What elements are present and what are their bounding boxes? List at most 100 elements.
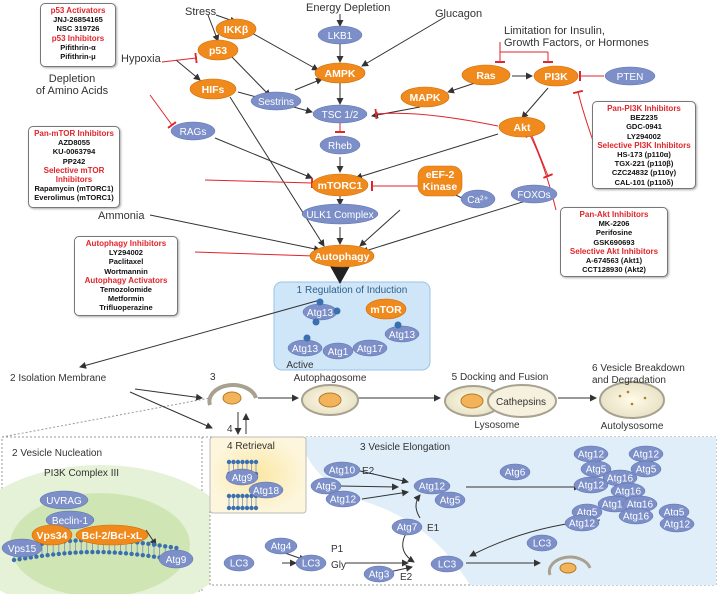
cluster-atg5-a-label: Atg5 [586, 465, 607, 476]
node-ikkb[interactable]: IKKβ [215, 18, 257, 40]
node-mtorc1[interactable]: mTORC1 [311, 173, 369, 197]
induction-mtor[interactable]: mTOR [365, 298, 407, 320]
cluster-atg16-e[interactable]: Atg16 [618, 507, 654, 525]
node-ampk[interactable]: AMPK [314, 62, 366, 84]
node-pi3k[interactable]: PI3K [533, 65, 579, 87]
drug-class-heading: Autophagy Inhibitors [85, 239, 167, 248]
cluster-atg12-b[interactable]: Atg12 [628, 445, 664, 463]
protein-atg9-nucleation[interactable]: Atg9 [158, 549, 194, 569]
elong-lc3-top[interactable]: LC3 [526, 534, 558, 552]
node-hifs[interactable]: HIFs [189, 78, 237, 100]
nucleation-label: 2 Vesicle Nucleation [12, 448, 102, 459]
cluster-atg12-a-label: Atg12 [578, 450, 605, 461]
svg-text:Atg9: Atg9 [232, 473, 253, 484]
cluster-atg12-a[interactable]: Atg12 [573, 445, 609, 463]
elong-atg12-left[interactable]: Atg12 [325, 490, 361, 508]
elong-lc3-right[interactable]: LC3 [430, 555, 464, 573]
node-mapk[interactable]: MAPK [400, 86, 450, 108]
cluster-atg5-a[interactable]: Atg5 [580, 460, 612, 478]
elong-atg6[interactable]: Atg6 [499, 463, 531, 481]
node-rheb[interactable]: Rheb [319, 135, 361, 155]
drug-name: Paclitaxel [108, 257, 144, 267]
node-ulk1-complex[interactable]: ULK1 Complex [301, 203, 379, 225]
induction-atg17[interactable]: Atg17 [352, 339, 388, 357]
drug-name: CZC24832 (p110γ) [611, 168, 677, 178]
drug-name: GDC-0941 [626, 122, 662, 132]
hypoxia-label: Hypoxia [121, 53, 162, 65]
drug-class-heading: Pan-mTOR Inhibitors [34, 129, 114, 138]
protein-bcl2[interactable]: Bcl-2/Bcl-xL [75, 524, 149, 546]
e2-label-top: E2 [362, 466, 375, 477]
svg-text:Bcl-2/Bcl-xL: Bcl-2/Bcl-xL [82, 530, 143, 542]
node-tsc[interactable]: TSC 1/2 [312, 104, 368, 124]
isolation-membrane-label: 2 Isolation Membrane [10, 373, 107, 384]
induction-atg13-bottom[interactable]: Atg13 [287, 339, 323, 357]
cluster-atg12-d[interactable]: Atg12 [564, 514, 600, 532]
node-sestrins[interactable]: Sestrins [250, 91, 302, 111]
induction-atg13-top[interactable]: Atg13 [302, 303, 338, 321]
cluster-atg12-c[interactable]: Atg12 [573, 476, 609, 494]
drug-name: Wortmannin [104, 266, 148, 276]
svg-text:RAGs: RAGs [180, 127, 207, 138]
drug-name: JNJ-26854165 [53, 15, 103, 25]
drug-name: Pifithrin-α [60, 42, 96, 52]
drug-class-heading: Selective PI3K Inhibitors [597, 140, 691, 150]
node-ras[interactable]: Ras [461, 64, 511, 86]
cluster-atg16-a[interactable]: Atg16 [602, 469, 638, 487]
cluster-atg16-d-label: Atg16 [627, 500, 654, 511]
node-ca[interactable]: Ca²⁺ [460, 189, 496, 209]
protein-uvrag[interactable]: UVRAG [39, 490, 89, 510]
phospho-markers [303, 298, 402, 342]
induction-atg13-right[interactable]: Atg13 [384, 325, 420, 343]
svg-text:mTORC1: mTORC1 [318, 180, 363, 192]
elong-atg5-mid[interactable]: Atg5 [434, 491, 466, 509]
e2-label-bottom: E2 [400, 572, 413, 583]
svg-text:PTEN: PTEN [617, 72, 644, 83]
node-foxos[interactable]: FOXOs [510, 184, 558, 204]
protein-atg9-retrieval[interactable]: Atg9 [225, 468, 259, 486]
cluster-atg16-b-label: Atg16 [615, 487, 642, 498]
node-autophagy[interactable]: Autophagy [309, 244, 375, 268]
cluster-atg5-b[interactable]: Atg5 [630, 460, 662, 478]
elong-lc3-top-label: LC3 [533, 539, 552, 550]
cluster-atg12-e[interactable]: Atg12 [659, 515, 695, 533]
node-akt[interactable]: Akt [498, 116, 546, 138]
protein-vps34[interactable]: Vps34 [31, 524, 73, 546]
energy-depletion-label: Energy Depletion [306, 2, 390, 14]
elong-atg7-label: Atg7 [397, 523, 418, 534]
inhibition-connectors [149, 42, 604, 262]
svg-text:Akt: Akt [514, 122, 531, 134]
svg-text:p53: p53 [209, 45, 227, 57]
elong-lc3-mid[interactable]: LC3 [295, 554, 327, 572]
node-pten[interactable]: PTEN [604, 66, 656, 86]
node-p53[interactable]: p53 [197, 39, 239, 61]
protein-atg18[interactable]: Atg18 [248, 481, 284, 499]
elong-atg6-label: Atg6 [505, 468, 526, 479]
induction-atg1[interactable]: Atg1 [322, 342, 354, 360]
protein-vps15[interactable]: Vps15 [1, 538, 43, 558]
node-lkb1[interactable]: LKB1 [317, 25, 363, 45]
drug-name: PP242 [62, 156, 86, 166]
protein-beclin[interactable]: Beclin-1 [45, 510, 95, 530]
elong-atg3[interactable]: Atg3 [363, 565, 395, 583]
svg-text:MAPK: MAPK [410, 92, 441, 104]
elong-atg5-left[interactable]: Atg5 [310, 477, 342, 495]
elong-lc3-left[interactable]: LC3 [223, 554, 255, 572]
elong-atg7[interactable]: Atg7 [391, 518, 423, 536]
elong-atg10[interactable]: Atg10 [323, 461, 361, 479]
drug-name: NSC 319726 [56, 24, 100, 34]
svg-text:AMPK: AMPK [325, 68, 356, 80]
drug-name: TGX-221 (p110β) [614, 159, 674, 169]
drug-class-heading: Selective Akt Inhibitors [569, 246, 659, 256]
elong-atg12-mid[interactable]: Atg12 [413, 477, 451, 495]
cluster-atg16-a-label: Atg16 [607, 474, 634, 485]
node-rags[interactable]: RAGs [170, 121, 216, 141]
elong-atg4[interactable]: Atg4 [264, 537, 298, 555]
autophagosome-label: Autophagosome [294, 373, 367, 384]
svg-text:Atg9: Atg9 [166, 555, 187, 566]
